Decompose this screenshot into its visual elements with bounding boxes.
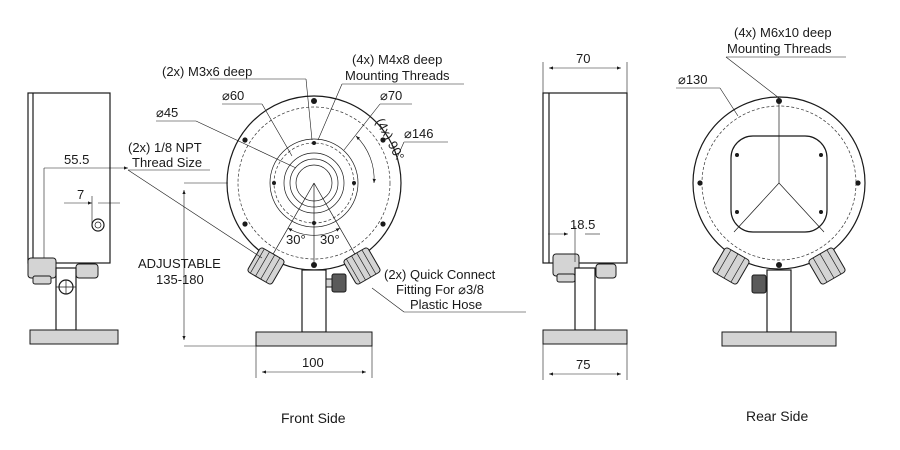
front-hole-top xyxy=(311,98,317,104)
m4-threads-callout-line2: Mounting Threads xyxy=(345,68,450,83)
side-port xyxy=(91,218,105,232)
front-hole-ur xyxy=(380,137,386,143)
front-hole-m3-right xyxy=(352,181,356,185)
angle-30-left: 30° xyxy=(286,232,306,247)
rear-hole-bottom xyxy=(776,262,782,268)
front-hole-lr xyxy=(380,221,386,227)
rear-hole-right xyxy=(855,180,861,186)
front-post xyxy=(301,269,327,333)
rear-post xyxy=(766,269,792,333)
m6-threads-callout-line2: Mounting Threads xyxy=(727,41,832,56)
right-side-post xyxy=(574,267,596,331)
npt-callout-line1: (2x) 1/8 NPT xyxy=(128,140,202,155)
front-hole-m4-top xyxy=(312,141,316,145)
dia-146-callout: ⌀146 xyxy=(404,126,434,141)
front-hole-ll xyxy=(242,221,248,227)
npt-callout-line2: Thread Size xyxy=(132,155,202,170)
right-side-view: 70 18.5 75 xyxy=(542,51,628,380)
base-front-width-dim: 100 xyxy=(302,355,324,370)
rear-fitting-left xyxy=(712,247,750,285)
fitting-callout-line2: Fitting For ⌀3/8 xyxy=(396,282,484,297)
adjustable-label: ADJUSTABLE xyxy=(138,256,221,271)
front-view xyxy=(226,95,402,347)
side-top-width-dim: 70 xyxy=(576,51,590,66)
right-side-housing xyxy=(542,92,628,264)
dia-130-callout: ⌀130 xyxy=(678,72,708,87)
front-lock-knob xyxy=(331,273,347,293)
dia-70-callout: ⌀70 xyxy=(380,88,402,103)
angle-30-right: 30° xyxy=(320,232,340,247)
side-depth-dim: 55.5 xyxy=(64,152,89,167)
m4-threads-callout-line1: (4x) M4x8 deep xyxy=(352,52,442,67)
front-hole-bottom xyxy=(311,262,317,268)
adjustable-range: 135-180 xyxy=(156,272,204,287)
side-fitting-right xyxy=(75,263,99,279)
left-side-view: 55.5 7 xyxy=(27,92,128,345)
right-side-base xyxy=(542,329,628,345)
rear-lock-knob xyxy=(751,274,767,294)
rear-hole-left xyxy=(697,180,703,186)
rear-fitting-right xyxy=(808,247,846,285)
front-base xyxy=(255,331,373,347)
side-offset-dim: 18.5 xyxy=(570,217,595,232)
side-fitting-left xyxy=(27,257,57,279)
dia-45-callout: ⌀45 xyxy=(156,105,178,120)
fitting-callout-line1: (2x) Quick Connect xyxy=(384,267,496,282)
rear-base xyxy=(721,331,837,347)
front-annotations: ADJUSTABLE 135-180 100 (2x) M3x6 deep (4… xyxy=(127,52,526,378)
rear-hole-top xyxy=(776,98,782,104)
side-post xyxy=(55,267,77,331)
side-base-width-dim: 75 xyxy=(576,357,590,372)
front-hole-m3-left xyxy=(272,181,276,185)
front-fitting-left xyxy=(247,247,285,285)
fitting-callout-line3: Plastic Hose xyxy=(410,297,482,312)
front-fitting-right xyxy=(343,247,381,285)
m3-threads-callout: (2x) M3x6 deep xyxy=(162,64,252,79)
side-base xyxy=(29,329,119,345)
front-view-caption: Front Side xyxy=(281,410,346,426)
rear-view: (4x) M6x10 deep Mounting Threads ⌀130 xyxy=(676,25,866,347)
side-port-offset-dim: 7 xyxy=(77,187,84,202)
side-housing xyxy=(27,92,111,264)
m6-threads-callout-line1: (4x) M6x10 deep xyxy=(734,25,832,40)
dia-60-callout: ⌀60 xyxy=(222,88,244,103)
front-hole-ul xyxy=(242,137,248,143)
rear-view-caption: Rear Side xyxy=(746,408,808,424)
